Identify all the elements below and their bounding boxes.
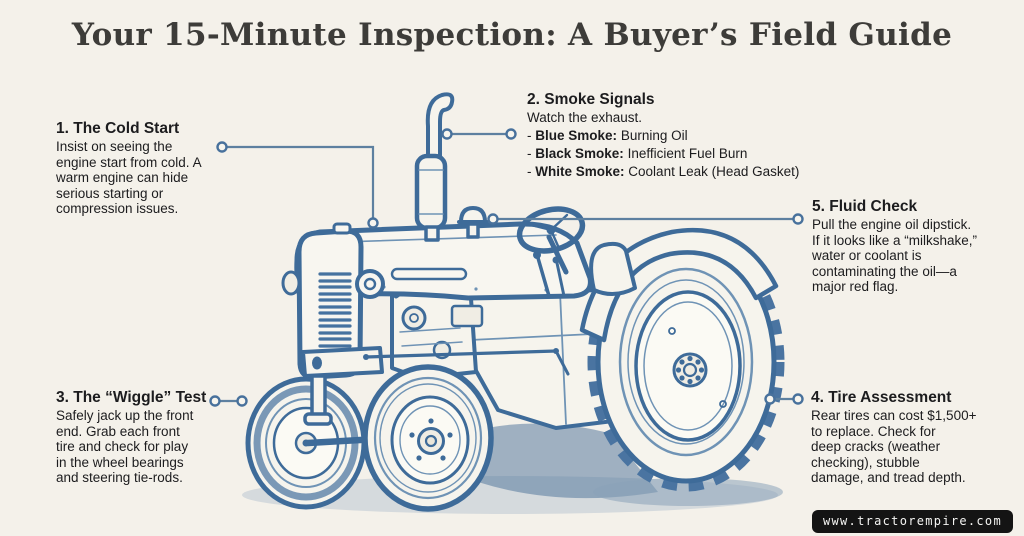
rear-fender bbox=[579, 227, 779, 343]
callout-wiggle-test-body: Safely jack up the front end. Grab each … bbox=[56, 408, 194, 485]
callout-cold-start: 1. The Cold Start Insist on seeing the e… bbox=[56, 120, 238, 217]
callout-fluid-check: 5. Fluid Check Pull the engine oil dipst… bbox=[812, 198, 1018, 295]
callout-smoke-signals-title: 2. Smoke Signals bbox=[527, 91, 655, 108]
connector-wiggle-test bbox=[209, 395, 248, 407]
smoke-label: Blue Smoke: bbox=[535, 128, 618, 143]
grille bbox=[281, 222, 385, 426]
rear-wheel bbox=[587, 232, 785, 492]
callout-cold-start-title: 1. The Cold Start bbox=[56, 120, 180, 137]
headlight bbox=[355, 269, 385, 299]
watermark-url: www.tractorempire.com bbox=[822, 514, 1002, 528]
smoke-value: Burning Oil bbox=[620, 128, 688, 143]
callout-smoke-signals: 2. Smoke Signals Watch the exhaust. - Bl… bbox=[527, 91, 833, 180]
connector-smoke-signals bbox=[441, 128, 517, 140]
smoke-label: Black Smoke: bbox=[535, 146, 624, 161]
smoke-bullet: - bbox=[527, 164, 532, 179]
callout-fluid-check-body: Pull the engine oil dipstick. If it look… bbox=[812, 217, 978, 294]
connector-cold-start bbox=[216, 141, 379, 229]
callout-cold-start-body: Insist on seeing the engine start from c… bbox=[56, 139, 202, 216]
smoke-item-blue: - Blue Smoke: Burning Oil bbox=[527, 128, 833, 144]
callout-wiggle-test-title: 3. The “Wiggle” Test bbox=[56, 389, 207, 406]
smoke-item-white: - White Smoke: Coolant Leak (Head Gasket… bbox=[527, 164, 833, 180]
callout-tire-assessment-body: Rear tires can cost $1,500+ to replace. … bbox=[811, 408, 977, 485]
air-cap bbox=[457, 206, 489, 239]
front-wheel bbox=[362, 364, 494, 512]
grille-slats bbox=[318, 272, 352, 348]
page-title: Your 15-Minute Inspection: A Buyer’s Fie… bbox=[71, 17, 953, 53]
callout-wiggle-test: 3. The “Wiggle” Test Safely jack up the … bbox=[56, 389, 238, 486]
smoke-label: White Smoke: bbox=[535, 164, 625, 179]
front-axle-post bbox=[310, 374, 327, 418]
callout-connectors bbox=[209, 128, 804, 407]
callout-tire-assessment: 4. Tire Assessment Rear tires can cost $… bbox=[811, 389, 1019, 486]
exhaust-stack bbox=[414, 92, 455, 242]
callout-smoke-signals-intro: Watch the exhaust. bbox=[527, 110, 643, 125]
seat bbox=[589, 241, 637, 296]
connector-tire-assessment bbox=[764, 393, 804, 405]
smoke-bullet: - bbox=[527, 146, 532, 161]
connector-fluid-check bbox=[487, 213, 804, 225]
steering-wheel bbox=[516, 206, 586, 275]
callout-fluid-check-title: 5. Fluid Check bbox=[812, 198, 918, 215]
smoke-item-black: - Black Smoke: Inefficient Fuel Burn bbox=[527, 146, 833, 162]
smoke-value: Coolant Leak (Head Gasket) bbox=[628, 164, 800, 179]
smoke-value: Inefficient Fuel Burn bbox=[627, 146, 748, 161]
watermark-pill: www.tractorempire.com bbox=[811, 510, 1013, 533]
callout-tire-assessment-title: 4. Tire Assessment bbox=[811, 389, 952, 406]
smoke-bullet: - bbox=[527, 128, 532, 143]
